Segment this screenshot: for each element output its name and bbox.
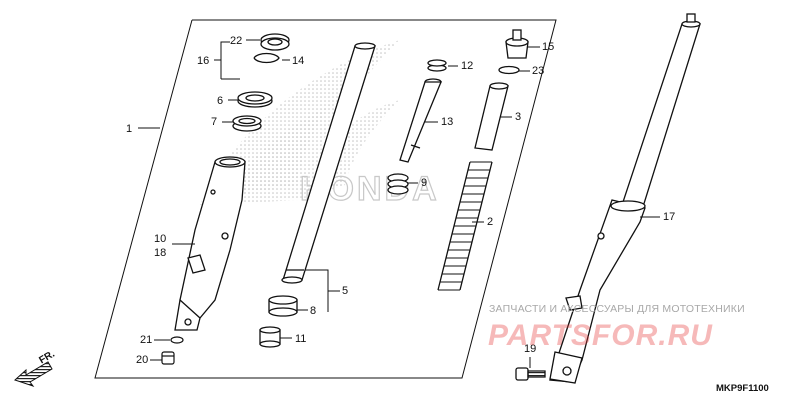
collar-12 bbox=[427, 59, 447, 72]
callout-3: 3 bbox=[515, 111, 522, 123]
dust-seal-22 bbox=[260, 33, 290, 51]
callout-8: 8 bbox=[310, 305, 317, 317]
callout-22: 22 bbox=[230, 35, 243, 47]
callout-12: 12 bbox=[461, 60, 474, 72]
slide-bushing-8 bbox=[268, 295, 298, 317]
spring-spacer-3 bbox=[474, 82, 509, 151]
callout-17: 17 bbox=[663, 211, 676, 223]
callout-23: 23 bbox=[532, 65, 545, 77]
callout-18: 18 bbox=[154, 247, 167, 259]
front-direction-arrow bbox=[14, 361, 53, 387]
callout-9: 9 bbox=[421, 177, 428, 189]
callout-14: 14 bbox=[292, 55, 305, 67]
assembly-frame bbox=[94, 19, 557, 379]
fork-pipe-5 bbox=[281, 42, 376, 284]
callout-20: 20 bbox=[136, 354, 149, 366]
callout-6: 6 bbox=[217, 95, 224, 107]
callout-1: 1 bbox=[126, 123, 133, 135]
oil-seal-6 bbox=[237, 91, 273, 108]
callout-10: 10 bbox=[154, 233, 167, 245]
o-ring-23 bbox=[498, 65, 520, 75]
callout-19: 19 bbox=[524, 343, 537, 355]
callout-2: 2 bbox=[487, 216, 494, 228]
back-up-ring-7 bbox=[232, 115, 262, 132]
washer-21 bbox=[170, 336, 184, 344]
callout-16: 16 bbox=[197, 55, 210, 67]
stopper-ring-14 bbox=[253, 52, 280, 64]
watermark-logo: PARTSFOR.RU bbox=[488, 319, 713, 352]
fork-spring-2 bbox=[437, 161, 493, 291]
fork-bolt-15 bbox=[505, 29, 529, 59]
drain-bolt-20 bbox=[161, 351, 175, 365]
guide-bushing-11 bbox=[259, 326, 281, 348]
callout-21: 21 bbox=[140, 334, 153, 346]
watermark-caption: ЗАПЧАСТИ И АКСЕССУАРЫ ДЛЯ МОТОТЕХНИКИ bbox=[489, 303, 745, 315]
diagram-code: MKP9F1100 bbox=[716, 383, 769, 394]
spring-piece-9 bbox=[387, 173, 409, 195]
callout-5: 5 bbox=[342, 285, 349, 297]
callout-13: 13 bbox=[441, 116, 454, 128]
complete-fork-17 bbox=[549, 13, 701, 384]
axle-bolt-19 bbox=[515, 367, 546, 381]
callout-15: 15 bbox=[542, 41, 555, 53]
callout-11: 11 bbox=[295, 333, 307, 345]
fork-slider-part bbox=[174, 156, 246, 331]
damper-rod-13 bbox=[399, 78, 442, 163]
callout-7: 7 bbox=[211, 116, 218, 128]
